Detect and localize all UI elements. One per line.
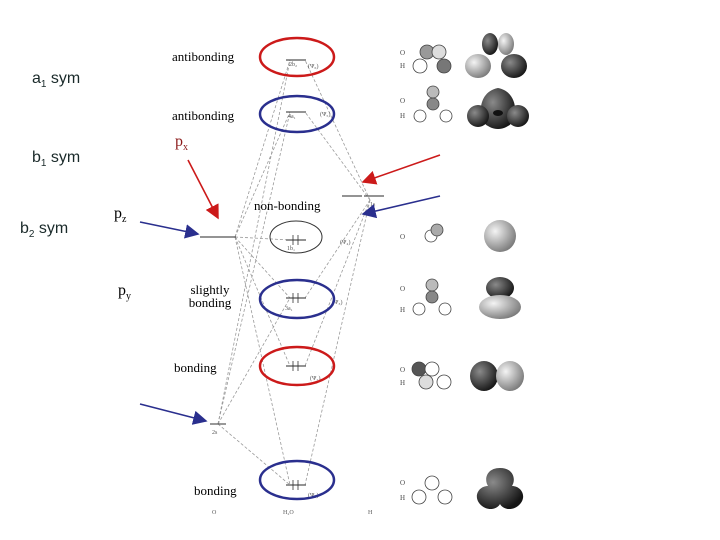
orbital-render-1b1 bbox=[484, 220, 516, 252]
highlight-ellipses bbox=[258, 36, 336, 501]
label-4a1: 4a₁ bbox=[288, 114, 296, 120]
label-psi-bottom: (Ψ₁) bbox=[308, 492, 319, 499]
label-psi-mid: (Ψ₅) bbox=[320, 111, 331, 118]
correlation-lines bbox=[217, 59, 371, 486]
py-sub: y bbox=[126, 291, 131, 303]
b1-suffix: sym bbox=[46, 149, 81, 166]
label-slightly: slightly bbox=[190, 282, 230, 297]
ellipse-bonding-mid bbox=[258, 345, 336, 387]
row-o-1: O bbox=[400, 49, 405, 57]
row-h-4: H bbox=[400, 306, 405, 314]
label-b2-sym: b2 sym bbox=[20, 221, 68, 240]
label-psi-nb: (Ψ₄) bbox=[340, 239, 351, 246]
label-col-h: H bbox=[368, 510, 373, 516]
b1-sub: 1 bbox=[40, 158, 47, 170]
label-psi-sb: (Ψ₃) bbox=[332, 299, 343, 306]
b2-suffix: sym bbox=[34, 220, 69, 237]
pointer-arrows bbox=[139, 154, 441, 425]
ellipse-nonbonding bbox=[269, 220, 323, 254]
b1-base: b bbox=[32, 149, 41, 166]
arrow-blue-left bbox=[139, 403, 208, 425]
b2-sub: 2 bbox=[28, 229, 35, 241]
row-o-5: O bbox=[400, 366, 405, 374]
sketch-row-2 bbox=[413, 85, 453, 123]
label-2s: 2s bbox=[212, 430, 218, 436]
sketch-row-1 bbox=[412, 44, 452, 74]
orbital-renderings bbox=[465, 33, 529, 510]
row-o-4: O bbox=[400, 285, 405, 293]
orbital-render-4a1 bbox=[467, 88, 529, 129]
electron-pairs bbox=[292, 235, 299, 490]
pz-base: p bbox=[114, 205, 122, 222]
row-o-3: O bbox=[400, 233, 405, 241]
row-h-1: H bbox=[400, 62, 405, 70]
ellipse-bonding-bottom bbox=[258, 459, 336, 501]
sketch-row-4 bbox=[412, 278, 452, 316]
label-b1-sym: b1 sym bbox=[32, 150, 80, 169]
row-h-6: H bbox=[400, 494, 405, 502]
row-h-5: H bbox=[400, 379, 405, 387]
a1-suffix: sym bbox=[46, 70, 81, 87]
sketch-row-3 bbox=[424, 223, 444, 243]
label-2b2: 2b₂ bbox=[289, 62, 297, 68]
label-psi-top: (Ψ₆) bbox=[308, 63, 319, 70]
ellipse-antibonding-top bbox=[258, 36, 336, 78]
a1-base: a bbox=[32, 70, 41, 87]
label-antibonding-top: antibonding bbox=[172, 49, 235, 64]
px-base: p bbox=[175, 133, 183, 150]
row-o-2: O bbox=[400, 97, 405, 105]
b2-base: b bbox=[20, 220, 29, 237]
py-base: p bbox=[118, 282, 126, 299]
arrow-blue-right bbox=[361, 195, 441, 219]
ellipse-slightly-bonding bbox=[258, 278, 336, 320]
label-antibonding-mid: antibonding bbox=[172, 108, 235, 123]
label-slightly-bonding-2: bonding bbox=[188, 295, 232, 310]
energy-levels bbox=[200, 59, 384, 486]
label-nonbonding: non-bonding bbox=[254, 198, 321, 213]
orbital-render-1b2 bbox=[470, 361, 524, 391]
arrow-pz bbox=[139, 221, 200, 239]
row-h-2: H bbox=[400, 112, 405, 120]
label-col-h2o: H₂O bbox=[283, 510, 294, 516]
orbital-render-3a1 bbox=[479, 277, 521, 319]
arrow-red-right bbox=[361, 154, 441, 185]
label-1b1: 1b₁ bbox=[287, 246, 295, 252]
orbital-render-2a1 bbox=[476, 468, 524, 510]
label-col-o: O bbox=[212, 510, 217, 516]
label-psi-b: (Ψ₂) bbox=[310, 375, 321, 382]
label-py: py bbox=[118, 283, 131, 302]
label-1s: 1s bbox=[370, 202, 376, 208]
sketch-row-5 bbox=[411, 361, 452, 390]
pz-sub: z bbox=[122, 214, 127, 226]
px-sub: x bbox=[183, 142, 188, 154]
label-bonding-mid: bonding bbox=[174, 360, 217, 375]
label-bonding-bottom: bonding bbox=[194, 483, 237, 498]
label-slightly-bonding: slightly bonding bbox=[185, 283, 235, 309]
orbital-render-2b2 bbox=[465, 33, 527, 78]
label-pz: pz bbox=[114, 206, 126, 225]
label-3a1: 3a₁ bbox=[285, 306, 293, 312]
row-o-6: O bbox=[400, 479, 405, 487]
label-a1-sym: a1 sym bbox=[32, 71, 80, 90]
sketch-row-6 bbox=[411, 475, 453, 505]
a1-sub: 1 bbox=[40, 79, 47, 91]
label-px: px bbox=[175, 134, 188, 153]
arrow-px bbox=[187, 159, 219, 220]
orbital-atom-sketches bbox=[411, 44, 453, 505]
ellipse-antibonding-mid bbox=[258, 94, 336, 134]
